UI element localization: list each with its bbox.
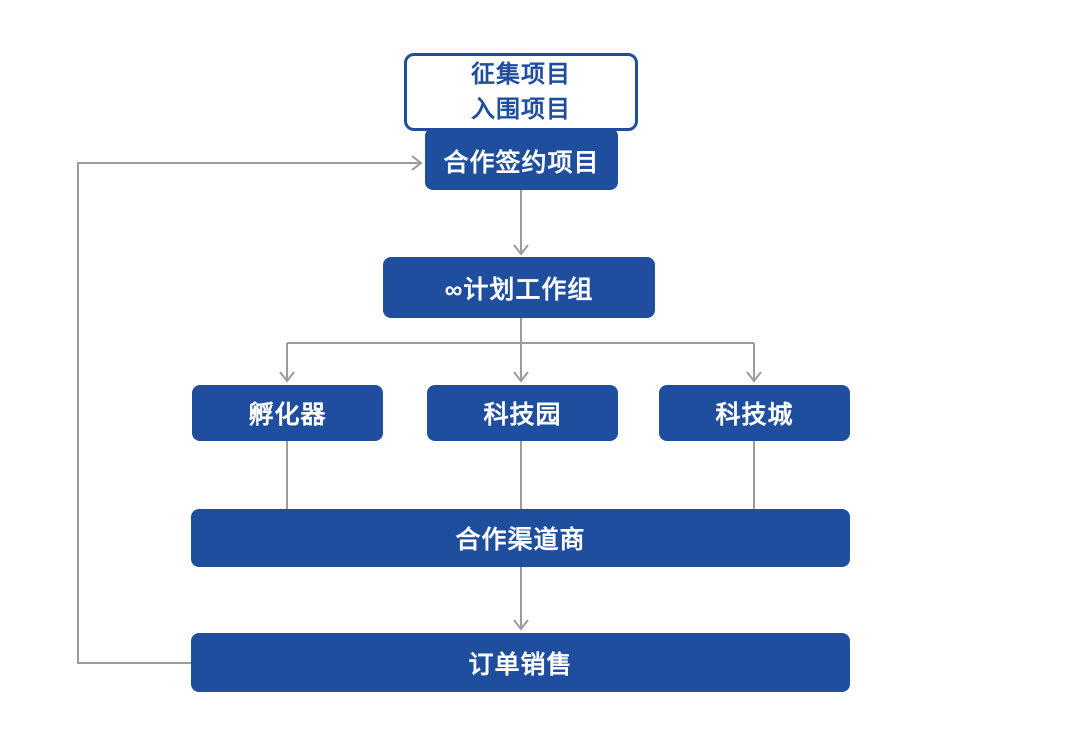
- node-science-park: 科技园: [427, 385, 618, 441]
- edge-feedback-orders-to-signed: [77, 155, 423, 664]
- edge-branch-to-incubator: [279, 343, 295, 383]
- node-science-city-label: 科技城: [715, 401, 794, 429]
- intake-line-2: 入围项目: [471, 96, 571, 123]
- edge-branch-to-techcity: [746, 343, 762, 383]
- node-order-sales: 订单销售: [191, 633, 850, 692]
- node-channel-partners: 合作渠道商: [191, 509, 850, 567]
- node-collected-shortlisted-projects-label: 征集项目 入围项目: [471, 57, 571, 127]
- edge-branch-to-techpark: [513, 343, 529, 383]
- node-signed-projects-label: 合作签约项目: [443, 148, 600, 177]
- node-infinity-plan-workgroup-label: ∞计划工作组: [444, 275, 594, 304]
- edge-signed-to-workgroup: [513, 190, 529, 256]
- node-signed-projects: 合作签约项目: [425, 128, 618, 190]
- node-incubator: 孵化器: [192, 385, 383, 441]
- node-collected-shortlisted-projects: 征集项目 入围项目: [404, 53, 638, 131]
- node-infinity-plan-workgroup: ∞计划工作组: [383, 257, 655, 318]
- edge-channel-to-orders: [513, 567, 529, 631]
- node-order-sales-label: 订单销售: [468, 650, 573, 679]
- node-incubator-label: 孵化器: [248, 401, 327, 429]
- node-channel-partners-label: 合作渠道商: [455, 526, 586, 554]
- intake-line-1: 征集项目: [471, 61, 571, 88]
- node-science-park-label: 科技园: [483, 401, 562, 429]
- node-science-city: 科技城: [659, 385, 850, 441]
